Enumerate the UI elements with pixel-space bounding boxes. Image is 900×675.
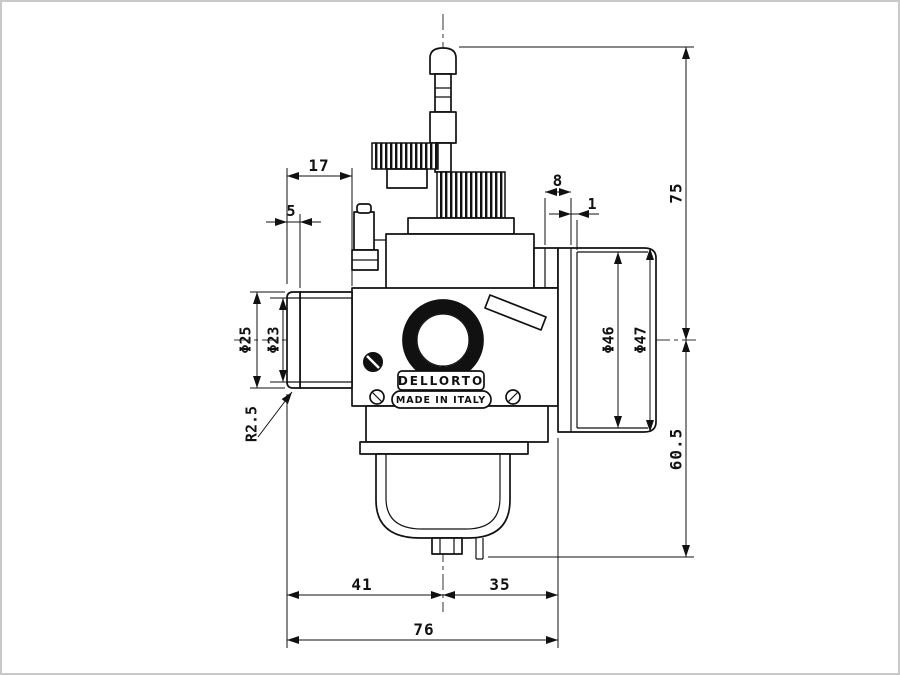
dim-label-75: 75 [667,182,686,203]
dim-label-76: 76 [413,620,434,639]
dim-spigot-length: 17 [286,156,353,286]
screw-right-slot [507,391,519,403]
dim-bell-depth: 8 [544,171,572,245]
carburetor: DELLORTO MADE IN ITALY [286,47,657,560]
idle-screw-slot [366,355,380,369]
dim-label-17: 17 [308,156,329,175]
dim-center-to-bell: 35 [443,438,559,648]
top-cover [407,217,515,235]
overflow-tube [475,538,484,560]
cable-tube-lines [435,87,451,98]
dim-inlet-outer-dia: Φ25 [237,291,285,389]
drain-nut [431,537,463,555]
dim-bell-bore-dia: Φ46 [600,252,622,428]
dim-label-r2-5: R2.5 [243,406,261,442]
float-bowl [375,453,511,539]
cable-adjuster-knob [429,47,457,75]
dim-inlet-bore-dia: Φ23 [265,297,287,383]
banjo-lines [352,239,386,261]
dim-label-dia47: Φ47 [632,326,650,353]
dim-height-below-center: 60.5 [488,340,694,558]
origin-label: MADE IN ITALY [396,395,486,406]
bowl-flange [359,441,529,455]
adjuster-collar [429,111,457,144]
brand-label: DELLORTO [398,374,484,388]
extension-line [286,168,353,286]
bell-bore-lines [577,251,648,429]
float-bowl-inner [385,454,501,530]
venturi-inner [416,313,470,367]
dim-label-dia25: Φ25 [237,326,255,353]
screw-left-slot [371,391,383,403]
fuel-banjo [353,211,375,251]
dim-label-60-5: 60.5 [667,428,686,471]
dim-lip-radius: R2.5 [243,391,293,442]
dim-lip-width: 5 [266,202,321,288]
body-step [533,247,559,289]
brand-plate [397,370,485,391]
choke-lever [484,294,547,331]
banjo-cap [356,203,372,214]
dim-height-above-center: 75 [459,46,694,340]
dim-inlet-to-center: 41 [286,394,443,648]
dim-label-dia46: Φ46 [600,326,618,353]
inlet-bore-lines [287,297,352,383]
leader-line [257,391,293,438]
drain-nut-lines [439,538,455,554]
dim-label-dia23: Φ23 [265,326,283,353]
dim-bell-outer-dia: Φ47 [632,248,654,432]
dim-label-35: 35 [489,575,510,594]
dim-bell-lip: 1 [549,195,599,250]
lower-body [365,405,549,443]
inlet-spigot [299,291,353,389]
locknut-lower [386,168,428,189]
dim-label-41: 41 [351,575,372,594]
cable-tube [434,73,452,113]
upper-body [385,233,535,293]
origin-plate [391,390,492,409]
dim-overall-length: 76 [287,620,558,644]
ribbed-top-cap [436,171,506,219]
knurled-locknut [371,142,439,170]
dim-label-5: 5 [286,202,295,220]
extension-line [544,198,572,245]
inlet-lip [286,291,301,389]
dim-label-8: 8 [553,171,564,190]
dim-label-1: 1 [587,195,596,213]
